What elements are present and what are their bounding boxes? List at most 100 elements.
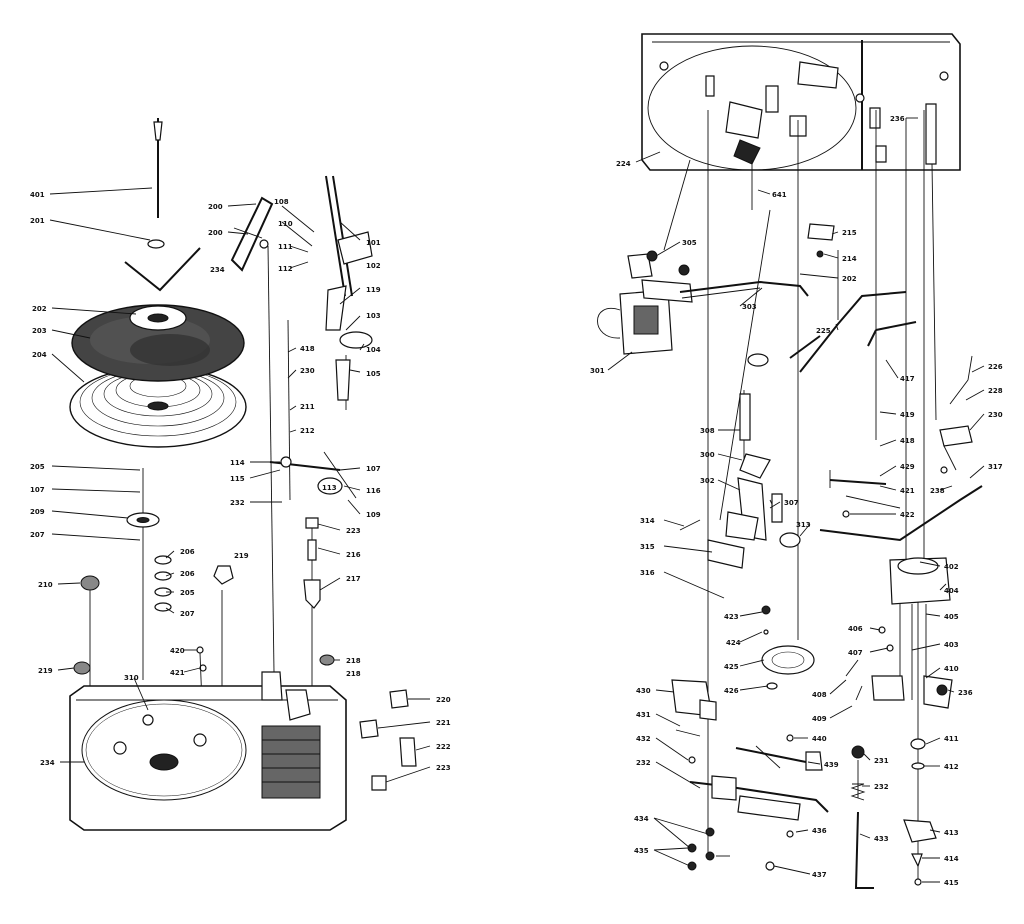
callout-217: 217 <box>346 575 361 583</box>
callout-402: 402 <box>944 563 959 571</box>
callout-104: 104 <box>366 346 381 354</box>
callout-431: 431 <box>636 711 651 719</box>
callout-230: 230 <box>988 411 1003 419</box>
cam-gear <box>761 645 815 675</box>
callout-234b: 234 <box>40 759 55 767</box>
callout-420: 420 <box>170 647 185 655</box>
callout-225: 225 <box>816 327 831 335</box>
callout-403: 403 <box>944 641 959 649</box>
callout-205: 205 <box>30 463 45 471</box>
callout-231: 231 <box>874 757 889 765</box>
callout-641: 641 <box>772 191 787 199</box>
callout-204: 204 <box>32 351 47 359</box>
callout-206b: 206 <box>180 570 195 578</box>
callout-216: 216 <box>346 551 361 559</box>
callout-223b: 223 <box>436 764 451 772</box>
callout-414: 414 <box>944 855 959 863</box>
callout-418: 418 <box>300 345 315 353</box>
callout-429: 429 <box>900 463 915 471</box>
callout-316: 316 <box>640 569 655 577</box>
callout-425: 425 <box>724 663 739 671</box>
callout-221: 221 <box>436 719 451 727</box>
callout-315: 315 <box>640 543 655 551</box>
callout-205b: 205 <box>180 589 195 597</box>
callout-408: 408 <box>812 691 827 699</box>
callout-307: 307 <box>784 499 799 507</box>
callout-412: 412 <box>944 763 959 771</box>
callout-107b: 107 <box>30 486 45 494</box>
callout-303: 303 <box>742 303 757 311</box>
right-assembly: 224 236 641 305 215 214 202 303 301 225 … <box>590 33 1003 889</box>
callout-232b: 232 <box>636 759 651 767</box>
callout-433: 433 <box>874 835 889 843</box>
callout-415: 415 <box>944 879 959 887</box>
callout-218a: 218 <box>346 657 361 665</box>
callout-317: 317 <box>988 463 1003 471</box>
switch-block <box>261 725 321 799</box>
callout-109: 109 <box>366 511 381 519</box>
callout-439: 439 <box>824 761 839 769</box>
callout-115: 115 <box>230 475 245 483</box>
callout-214: 214 <box>842 255 857 263</box>
callout-310: 310 <box>124 674 139 682</box>
callout-305: 305 <box>682 239 697 247</box>
callout-236: 236 <box>890 115 905 123</box>
callout-119: 119 <box>366 286 381 294</box>
callout-437: 437 <box>812 871 827 879</box>
callout-110: 110 <box>278 220 293 228</box>
callout-432: 432 <box>636 735 651 743</box>
callout-230: 230 <box>300 367 315 375</box>
callout-302: 302 <box>700 477 715 485</box>
callout-219a: 219 <box>234 552 249 560</box>
callout-111: 111 <box>278 243 293 251</box>
callout-107: 107 <box>366 465 381 473</box>
callout-212: 212 <box>300 427 315 435</box>
callout-418: 418 <box>900 437 915 445</box>
callout-116: 116 <box>366 487 381 495</box>
callout-421: 421 <box>900 487 915 495</box>
callout-413: 413 <box>944 829 959 837</box>
callout-409: 409 <box>812 715 827 723</box>
callout-417: 417 <box>900 375 915 383</box>
callout-113: 113 <box>322 484 337 492</box>
callout-215: 215 <box>842 229 857 237</box>
callout-232: 232 <box>230 499 245 507</box>
callout-222: 222 <box>436 743 451 751</box>
callout-314: 314 <box>640 517 655 525</box>
callout-308: 308 <box>700 427 715 435</box>
callout-207b: 207 <box>180 610 195 618</box>
callout-232: 232 <box>874 783 889 791</box>
callout-430: 430 <box>636 687 651 695</box>
callout-406: 406 <box>848 625 863 633</box>
callout-435: 435 <box>634 847 649 855</box>
callout-313: 313 <box>796 521 811 529</box>
callout-114: 114 <box>230 459 245 467</box>
tone-arm-rest <box>230 196 274 272</box>
callout-407: 407 <box>848 649 863 657</box>
callout-210: 210 <box>38 581 53 589</box>
callout-220: 220 <box>436 696 451 704</box>
callout-228: 228 <box>988 387 1003 395</box>
callout-236b: 236 <box>958 689 973 697</box>
callout-203: 203 <box>32 327 47 335</box>
callout-301: 301 <box>590 367 605 375</box>
callout-411: 411 <box>944 735 959 743</box>
callout-234: 234 <box>210 266 225 274</box>
callout-422: 422 <box>900 511 915 519</box>
callout-410: 410 <box>944 665 959 673</box>
v-arm <box>124 247 201 292</box>
callout-103: 103 <box>366 312 381 320</box>
callout-421: 421 <box>170 669 185 677</box>
callout-105: 105 <box>366 370 381 378</box>
callout-207: 207 <box>30 531 45 539</box>
callout-440: 440 <box>812 735 827 743</box>
callout-224: 224 <box>616 160 631 168</box>
callout-423: 423 <box>724 613 739 621</box>
callout-419: 419 <box>900 411 915 419</box>
callout-200b: 200 <box>208 229 223 237</box>
callout-401: 401 <box>30 191 45 199</box>
callout-226: 226 <box>988 363 1003 371</box>
callout-202: 202 <box>32 305 47 313</box>
callout-434: 434 <box>634 815 649 823</box>
callout-405: 405 <box>944 613 959 621</box>
